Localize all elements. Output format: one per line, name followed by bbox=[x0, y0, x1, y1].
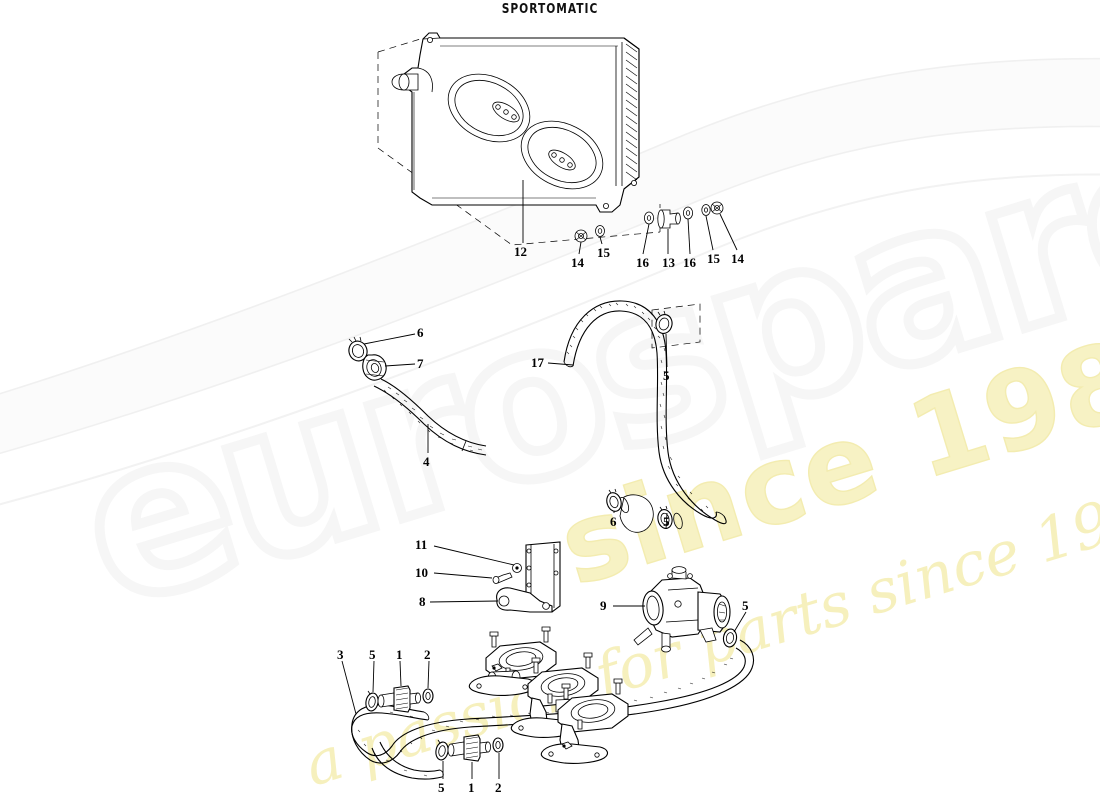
valve-port-detail bbox=[674, 600, 682, 608]
bracket-foot bbox=[496, 587, 553, 613]
callout-17: 17 bbox=[531, 355, 544, 370]
callout-6-middle: 6 bbox=[610, 514, 617, 529]
valve-right-cap bbox=[713, 595, 731, 629]
callout-14-left: 14 bbox=[571, 255, 584, 270]
callout-5-upper: 5 bbox=[663, 368, 670, 383]
hose-clamp-5-valve bbox=[722, 628, 738, 648]
callout-16-right: 16 bbox=[683, 255, 696, 270]
bracket-foot-hole-2 bbox=[542, 602, 550, 610]
valve-top-stud-1 bbox=[667, 573, 673, 579]
callout-12: 12 bbox=[514, 244, 527, 259]
valve-top-stud-2 bbox=[687, 573, 693, 579]
callout-16-left: 16 bbox=[636, 255, 649, 270]
callout-2-upper: 2 bbox=[424, 647, 431, 662]
valve-left-boss-inner bbox=[646, 595, 660, 621]
leader-3 bbox=[341, 660, 357, 715]
callout-5-fitting-1: 5 bbox=[369, 647, 376, 662]
bracket-hole-1 bbox=[526, 548, 532, 554]
callout-5-valve: 5 bbox=[742, 598, 749, 613]
leader-10 bbox=[433, 572, 493, 579]
bracket-foot-hole bbox=[498, 595, 510, 607]
callout-1-lower: 1 bbox=[468, 780, 475, 795]
callout-4: 4 bbox=[423, 454, 430, 469]
injection-fitting-set-upper bbox=[365, 685, 434, 713]
callout-1-upper: 1 bbox=[396, 647, 403, 662]
valve-top-cap bbox=[671, 566, 687, 574]
valve-right-cap-inner bbox=[717, 601, 728, 623]
hose-3-branch-lower bbox=[379, 741, 441, 773]
hose-3-end-cap-upper bbox=[423, 711, 430, 721]
valve-bottom-nipple-tip bbox=[661, 645, 671, 653]
manifold-runner-1 bbox=[468, 626, 557, 696]
hose-3-loop-upper bbox=[351, 712, 429, 753]
callout-9: 9 bbox=[600, 598, 607, 613]
callout-2-lower: 2 bbox=[495, 780, 502, 795]
bracket-hole-3 bbox=[526, 582, 532, 588]
seal-washer-2-upper bbox=[422, 688, 434, 704]
injection-fitting-1-lower bbox=[447, 734, 491, 762]
callout-10: 10 bbox=[415, 565, 428, 580]
mounting-bracket-8 bbox=[492, 541, 561, 613]
callout-15-left: 15 bbox=[597, 245, 610, 260]
bracket-hole-4 bbox=[553, 548, 559, 554]
bracket-hole-5 bbox=[553, 570, 559, 576]
valve-outlet bbox=[699, 627, 717, 643]
injection-fitting-set-lower bbox=[435, 734, 504, 762]
intake-manifold-assembly bbox=[468, 626, 629, 764]
injection-fitting-1-upper bbox=[377, 685, 421, 713]
callout-5-fitting-2: 5 bbox=[438, 780, 445, 795]
manifold-injector-fitting-top bbox=[491, 663, 503, 672]
leader-2-upper bbox=[427, 660, 430, 689]
leader-1-upper bbox=[399, 660, 402, 687]
control-valve-assembly-9 bbox=[633, 566, 731, 653]
leader-5-upper-fitting bbox=[372, 660, 375, 693]
projection-dashed-top bbox=[377, 35, 431, 53]
page-title: SPORTOMATIC bbox=[501, 2, 599, 17]
callout-13: 13 bbox=[662, 255, 675, 270]
seal-washer-2-lower bbox=[492, 737, 504, 753]
valve-cap-hatch bbox=[718, 603, 726, 621]
nut-11 bbox=[512, 563, 522, 573]
callout-14-right: 14 bbox=[731, 251, 744, 266]
callout-11: 11 bbox=[415, 537, 428, 552]
callout-3: 3 bbox=[337, 647, 344, 662]
valve-body-lines bbox=[665, 587, 699, 623]
callout-5-middle: 5 bbox=[663, 514, 670, 529]
valve-side-tube bbox=[633, 627, 653, 646]
leader-5-valve bbox=[733, 611, 747, 633]
hose-17-end-bore bbox=[673, 512, 683, 530]
cooler-mount-hole-top bbox=[426, 37, 433, 44]
hose-clamp-5-upper-fitting bbox=[365, 690, 379, 712]
leader-8 bbox=[429, 600, 499, 603]
manifold-injector-fitting-bottom bbox=[561, 741, 573, 750]
callout-8: 8 bbox=[419, 594, 426, 609]
hose-17-cap-right bbox=[715, 511, 725, 517]
hose-3-branch-lower-2 bbox=[371, 747, 443, 780]
leader-5-middle bbox=[665, 512, 668, 530]
callout-15-right: 15 bbox=[707, 251, 720, 266]
callout-6-left: 6 bbox=[417, 325, 424, 340]
manifold-runner-3 bbox=[540, 678, 629, 764]
screw-10 bbox=[492, 572, 513, 585]
bracket-hole-2 bbox=[526, 565, 532, 571]
leader-11 bbox=[433, 545, 515, 566]
callout-7: 7 bbox=[417, 356, 424, 371]
